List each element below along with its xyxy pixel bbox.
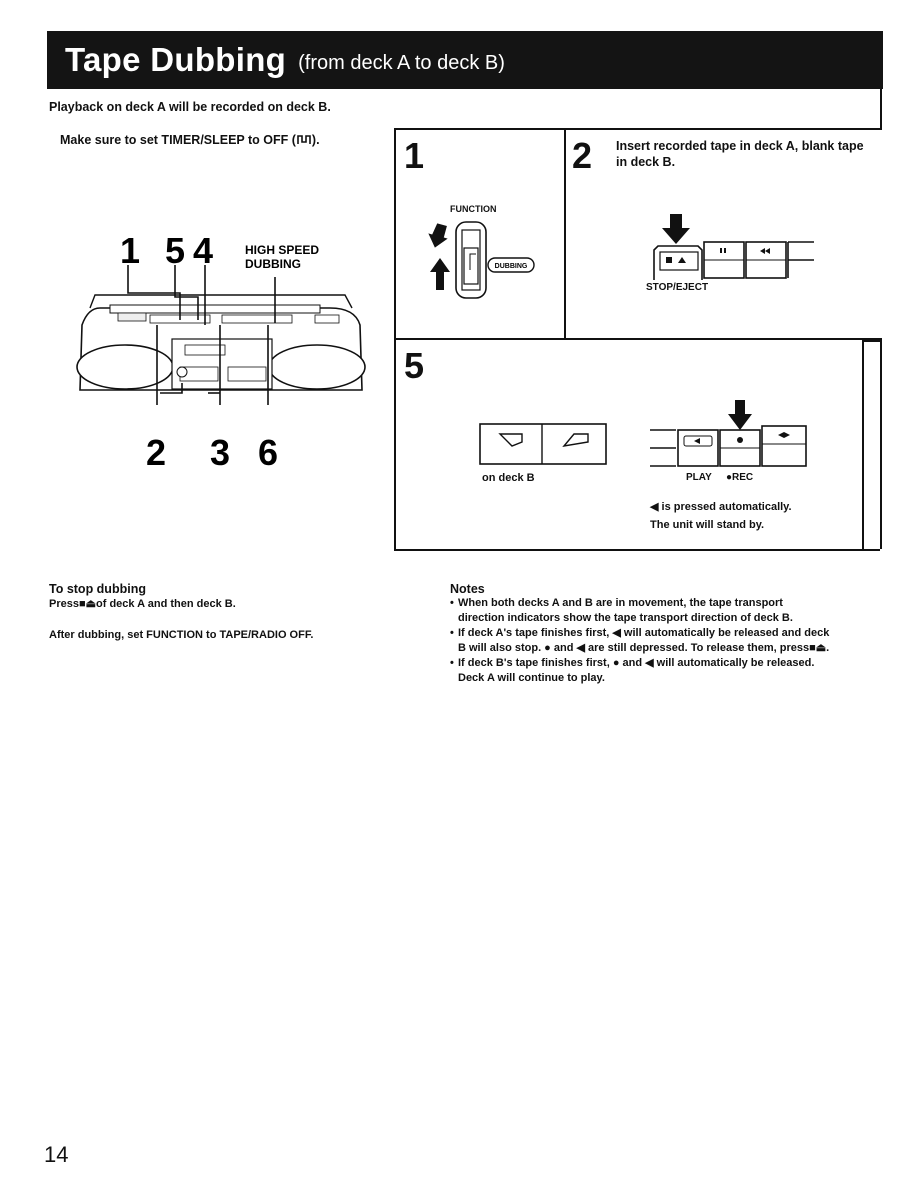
standby-note: The unit will stand by. (650, 519, 765, 531)
note-item: •If deck B's tape finishes first, ● and … (450, 656, 830, 686)
step-2-box: 2 Insert recorded tape in deck A, blank … (564, 128, 882, 340)
step-2-number: 2 (572, 135, 593, 176)
notes-section: Notes •When both decks A and B are in mo… (450, 582, 830, 686)
rec-label: ●REC (726, 472, 754, 483)
timer-note: Make sure to set TIMER/SLEEP to OFF (). (60, 133, 320, 147)
stop-dubbing-line2: After dubbing, set FUNCTION to TAPE/RADI… (49, 629, 314, 641)
callout-1: 1 (120, 230, 140, 271)
press-arrow-icon (662, 214, 690, 244)
play-rec-buttons-illustration (650, 400, 807, 467)
step-5-rule (864, 340, 880, 342)
page-title: Tape Dubbing (65, 41, 287, 78)
dubbing-label: DUBBING (245, 257, 301, 271)
note-text: If deck B's tape finishes first, ● and ◀… (458, 657, 815, 684)
step-1-box: 1 FUNCTION DUBBING (394, 128, 566, 340)
callout-6: 6 (258, 432, 278, 473)
step-5-box: 5 on deck B PLAY ●REC ◀ is pressed autom… (394, 338, 864, 551)
arrow-up-icon (430, 258, 450, 290)
callout-5: 5 (165, 230, 185, 271)
note-text: When both decks A and B are in movement,… (458, 597, 793, 624)
step-5-number: 5 (404, 345, 425, 386)
stop-dubbing-line1: Press■⏏of deck A and then deck B. (49, 598, 236, 610)
on-deck-b-label: on deck B (482, 472, 535, 484)
intro-text: Playback on deck A will be recorded on d… (49, 100, 331, 114)
play-label: PLAY (686, 472, 712, 483)
note-item: •If deck A's tape finishes first, ◀ will… (450, 627, 830, 654)
callout-4: 4 (193, 230, 213, 271)
timer-note-text: Make sure to set TIMER/SLEEP to OFF ( (60, 133, 296, 147)
deck-b-direction-illustration (479, 423, 607, 465)
note-text: If deck A's tape finishes first, ◀ will … (458, 627, 830, 654)
stop-dubbing-heading: To stop dubbing (49, 582, 146, 596)
function-label: FUNCTION (450, 204, 497, 214)
title-bar: Tape Dubbing (from deck A to deck B) (47, 31, 883, 89)
notes-heading: Notes (450, 582, 485, 596)
auto-press-note: ◀ is pressed automatically. (650, 501, 792, 513)
boombox-illustration: 1 5 4 HIGH SPEED DUBBING 2 3 6 (76, 230, 366, 473)
arrow-down-icon (428, 223, 448, 248)
dubbing-position-label: DUBBING (495, 263, 528, 270)
high-speed-label: HIGH SPEED (245, 243, 319, 257)
off-symbol-icon (297, 135, 311, 144)
callout-2: 2 (146, 432, 166, 473)
page-number: 14 (44, 1142, 69, 1167)
step-1-number: 1 (404, 135, 425, 176)
function-switch-illustration: DUBBING (428, 221, 535, 299)
press-arrow-icon (728, 400, 752, 430)
page-subtitle: (from deck A to deck B) (298, 51, 505, 74)
step-5-rule-bottom (864, 549, 880, 551)
callout-3: 3 (210, 432, 230, 473)
stop-eject-label: STOP/EJECT (646, 282, 709, 293)
note-item: •When both decks A and B are in movement… (450, 596, 830, 626)
stop-dubbing-section: To stop dubbing Press■⏏of deck A and the… (49, 582, 389, 643)
deck-buttons-illustration (653, 214, 814, 280)
timer-note-end: ). (311, 133, 320, 147)
step-2-text: Insert recorded tape in deck A, blank ta… (616, 139, 864, 169)
